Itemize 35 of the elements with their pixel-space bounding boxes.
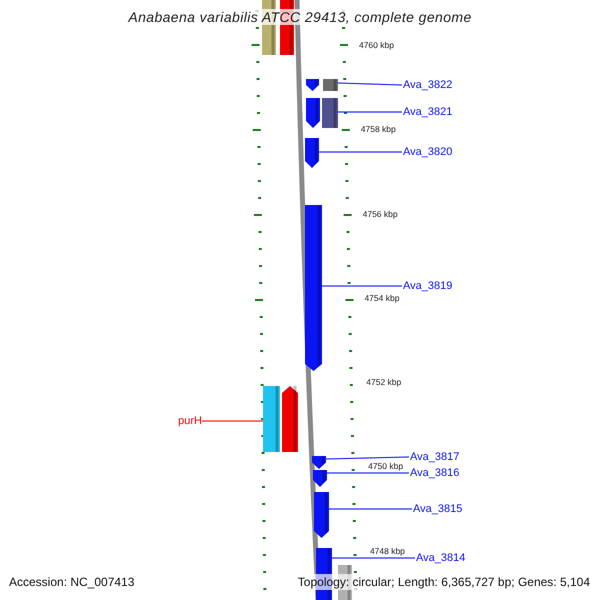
gene-bar [323, 79, 338, 91]
gene-bar [263, 386, 280, 452]
accession-text: Accession: NC_007413 [9, 574, 134, 590]
gene-bar [322, 98, 338, 128]
gene-bar [314, 492, 329, 538]
gene-bar [306, 98, 320, 128]
genome-summary-text: Topology: circular; Length: 6,365,727 bp; Genes: 5,104 [298, 574, 590, 590]
gene-label: Ava_3815 [413, 502, 473, 516]
leader-line [338, 82, 402, 86]
leader-line [202, 420, 264, 422]
scale-label: 4760 kbp [358, 40, 394, 50]
scale-label: 4750 kbp [368, 461, 404, 471]
gene-label: Ava_3822 [403, 78, 463, 92]
scale-label: 4756 kbp [362, 209, 398, 219]
gene-bar [305, 205, 322, 371]
leader-line [328, 508, 412, 510]
gene-label: purH [142, 414, 202, 428]
title: Anabaena variabilis ATCC 29413, complete genome [128, 9, 472, 25]
gene-label: Ava_3816 [410, 466, 470, 480]
leader-line [326, 456, 410, 460]
scale-label: 4754 kbp [364, 293, 400, 303]
gene-bar [306, 79, 319, 91]
gene-label: Ava_3817 [410, 450, 470, 464]
leader-line [326, 472, 410, 474]
scale-label: 4752 kbp [366, 377, 402, 387]
gene-label: Ava_3814 [416, 551, 476, 565]
gene-label: Ava_3819 [403, 279, 463, 293]
gene-bar [305, 138, 319, 168]
scale-label: 4748 kbp [370, 546, 405, 556]
gene-bar [282, 386, 298, 452]
gene-bar [312, 456, 326, 469]
gene-label: Ava_3820 [403, 145, 463, 159]
gene-label: Ava_3821 [403, 105, 463, 119]
scale-label: 4758 kbp [360, 124, 396, 134]
gene-bar [313, 470, 327, 487]
